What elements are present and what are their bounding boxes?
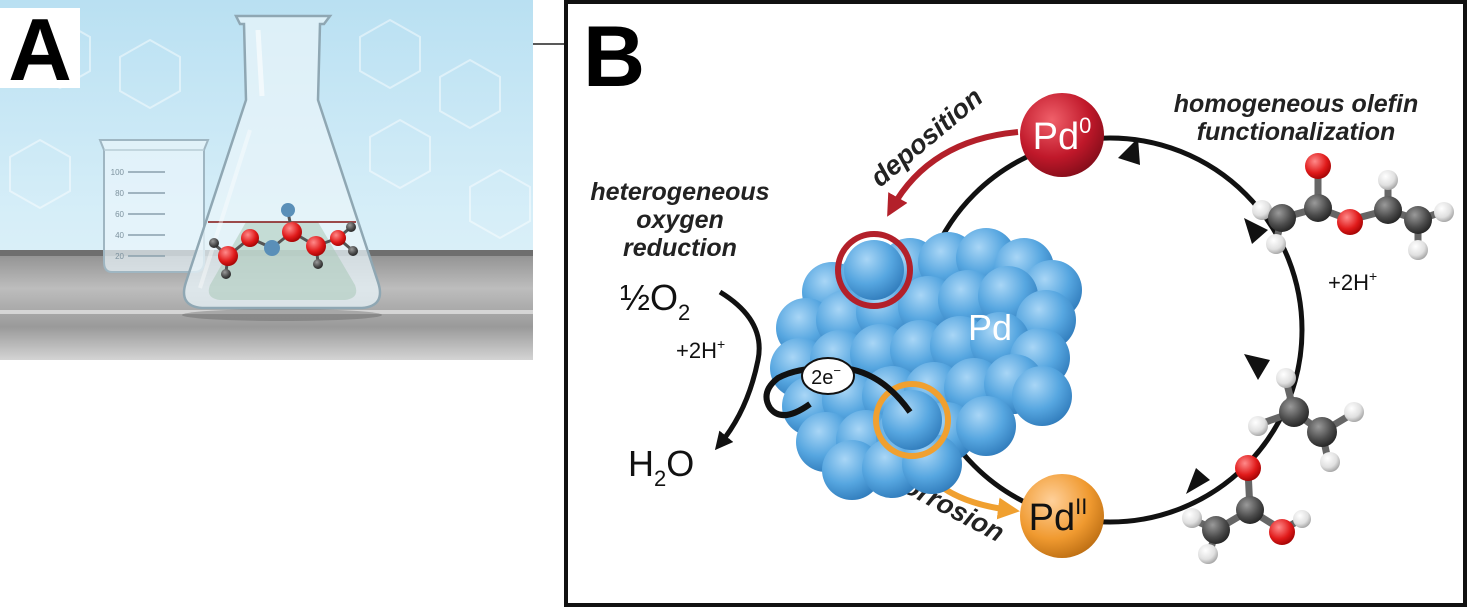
beaker-mark-label: 80: [115, 189, 124, 198]
pd-atom-sphere: [844, 240, 904, 300]
orr-arrow: [714, 289, 762, 451]
beaker-mark-label: 60: [115, 210, 124, 219]
panel-a: 100 80 60 40 20: [0, 0, 533, 360]
pd2-label: PdII: [1029, 494, 1088, 539]
deposited-atom-ring: [835, 231, 913, 309]
homo-label-line: functionalization: [1197, 118, 1396, 146]
hetero-label-line: heterogeneous: [590, 178, 769, 206]
beaker-mark-label: 40: [115, 231, 124, 240]
pd-atom-sphere: [882, 390, 942, 450]
beaker-graduations: [128, 171, 165, 257]
vinyl-acetate-molecule: [1252, 153, 1454, 260]
electron-transfer-arc: [763, 364, 913, 418]
hexagon-pattern: [9, 18, 531, 240]
pd-nanoparticle-cluster: [770, 228, 1082, 500]
pd0-node: Pd0: [1020, 93, 1104, 177]
pd-atom-sphere: [1012, 366, 1072, 426]
beaker-mark-label: 100: [111, 168, 125, 177]
panel-b: B Pd0 PdII deposition corrosion Pd: [564, 0, 1467, 607]
electron-label: 2e−: [811, 363, 841, 389]
pd0-label: Pd0: [1033, 113, 1092, 158]
hetero-label-line: reduction: [623, 234, 737, 262]
acetic-acid-molecule: [1182, 455, 1311, 564]
h2o-label: H2O: [628, 443, 694, 491]
hetero-label-line: oxygen: [636, 206, 724, 234]
panel-b-letter: B: [583, 9, 645, 105]
half-o2-label: ½O2: [620, 277, 690, 325]
cycle-arrowheads: [1118, 138, 1270, 494]
electron-badge: 2e−: [801, 357, 855, 395]
homo-label-line: homogeneous olefin: [1174, 90, 1418, 118]
flask-molecule: [209, 203, 358, 279]
panel-a-label-box: [0, 8, 80, 88]
deposition-arrow: [887, 129, 1019, 217]
panel-a-letter: A: [8, 0, 72, 99]
ethylene-molecule: [1248, 368, 1364, 472]
pd-atom-sphere: [956, 396, 1016, 456]
plus-2h-right: +2H+: [1328, 268, 1377, 295]
pd2-node: PdII: [1020, 474, 1104, 558]
beaker-mark-label: 20: [115, 252, 124, 261]
beaker: 100 80 60 40 20: [98, 139, 210, 273]
plus-2h-left: +2H+: [676, 336, 725, 363]
corroded-atom-ring: [873, 381, 951, 459]
pd-cluster-label: Pd: [968, 307, 1012, 348]
